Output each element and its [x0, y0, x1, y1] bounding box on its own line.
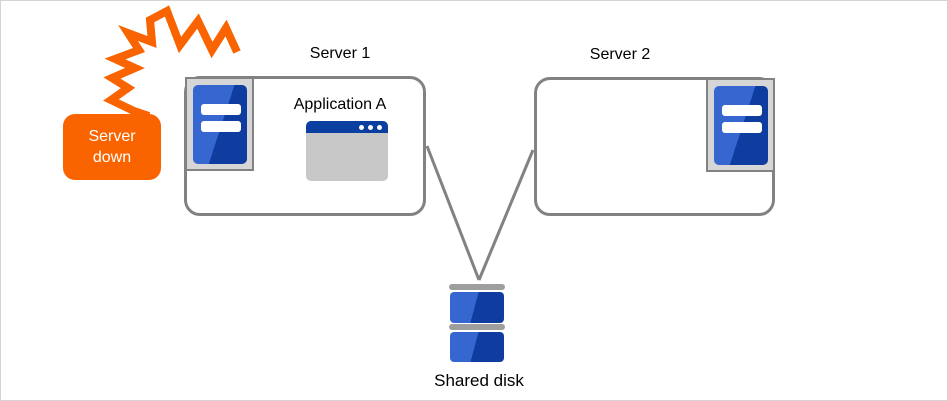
window-dot-icon: [377, 124, 382, 130]
disk-platter-bar: [449, 284, 505, 290]
connector-server2-disk: [477, 149, 535, 281]
connector-server1-disk: [425, 145, 481, 281]
server2-server-icon: [706, 78, 775, 172]
shared-disk-label: Shared disk: [434, 371, 524, 390]
disk-volume: [450, 292, 504, 323]
server-down-label-line1: Server: [88, 128, 136, 145]
server-down-label-line2: down: [92, 149, 132, 166]
server-slot-icon: [201, 121, 241, 132]
window-titlebar: [306, 121, 388, 133]
server-tower-icon: [714, 86, 768, 165]
window-dot-icon: [359, 124, 364, 130]
application-a-label: Application A: [293, 96, 387, 113]
server-slot-icon: [201, 104, 241, 115]
server1-title: Server 1: [309, 45, 371, 62]
disk-platter-bar: [449, 324, 505, 330]
window-dot-icon: [368, 124, 373, 130]
server-down-badge: Server down: [63, 114, 161, 180]
server1-server-icon: [185, 77, 254, 171]
application-window-icon: [306, 121, 388, 181]
shared-disk-icon: [449, 284, 505, 362]
server-slot-icon: [722, 105, 762, 116]
server-tower-icon: [193, 85, 247, 164]
disk-volume: [450, 332, 504, 362]
server-slot-icon: [722, 122, 762, 133]
server2-title: Server 2: [589, 46, 651, 63]
